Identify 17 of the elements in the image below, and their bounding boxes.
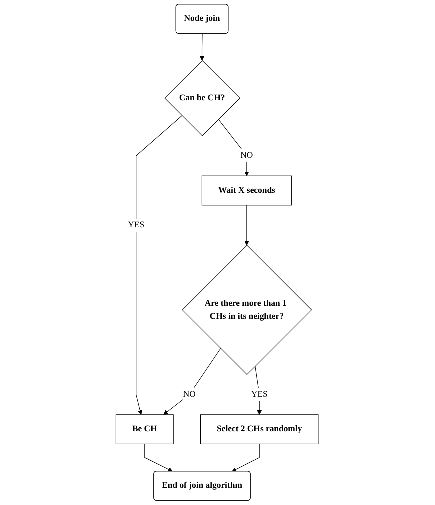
arrow [164,348,222,416]
arrow [218,119,250,176]
node-box [116,414,174,444]
edge-label: NO [183,390,196,400]
edge-label: YES [252,390,268,400]
node-box [202,176,292,206]
node-box [200,414,319,444]
arrow [232,444,260,472]
arrow [144,444,174,472]
node-diamond [164,60,241,136]
arrow [255,366,262,416]
edge-label: YES [128,220,145,230]
edge-label: NO [240,151,254,160]
arrow [200,34,205,61]
arrow [244,205,250,246]
arrow [136,116,183,416]
node-diamond [182,245,312,376]
